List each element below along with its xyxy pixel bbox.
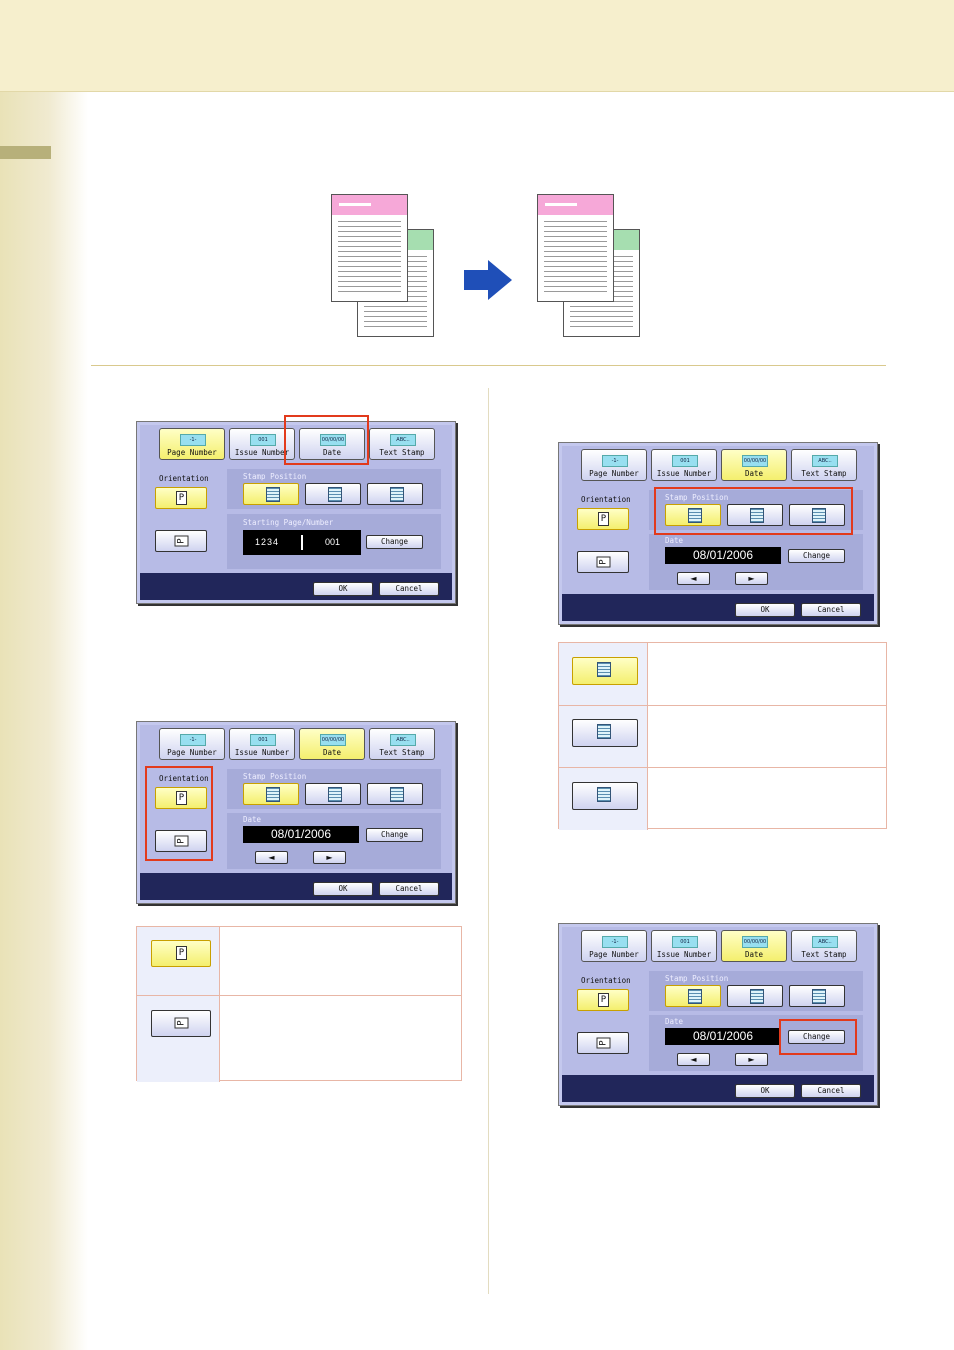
stamp-position-label: Stamp Position	[243, 472, 307, 481]
option-row-top-right	[559, 767, 886, 830]
date-label: Date	[665, 1017, 684, 1026]
portrait-button[interactable]: P	[155, 487, 207, 509]
portrait-button[interactable]: P	[577, 989, 629, 1011]
date-value: 08/01/2006	[243, 826, 359, 843]
option-row-portrait: P	[137, 927, 461, 995]
tab-page-number[interactable]: -1-Page Number	[159, 428, 225, 460]
option-row-bottom-center	[559, 643, 886, 705]
stamp-position-bottom-right-button	[572, 719, 638, 747]
stamp-position-top-right-button	[572, 782, 638, 810]
tab-text-stamp[interactable]: ABC..Text Stamp	[791, 930, 857, 962]
stamp-position-label: Stamp Position	[665, 974, 729, 983]
portrait-button: P	[151, 940, 211, 967]
cancel-button[interactable]: Cancel	[379, 582, 439, 596]
stamp-position-bottom-right-button[interactable]	[727, 985, 783, 1007]
cancel-button[interactable]: Cancel	[379, 882, 439, 896]
option-row-landscape: P	[137, 995, 461, 1082]
portrait-button[interactable]: P	[577, 508, 629, 530]
stamp-position-bottom-center-button[interactable]	[243, 783, 299, 805]
stamp-position-bottom-center-button	[572, 657, 638, 685]
stamp-position-bottom-center-button[interactable]	[665, 504, 721, 526]
highlight-change-button	[779, 1019, 857, 1055]
stamp-position-top-right-button[interactable]	[789, 504, 845, 526]
stamp-position-bottom-right-button[interactable]	[305, 483, 361, 505]
date-left-button[interactable]: ◄	[677, 572, 710, 585]
top-band	[0, 0, 954, 92]
pages-icon: 1234	[255, 530, 280, 555]
orientation-label: Orientation	[581, 495, 631, 504]
change-button[interactable]: Change	[366, 535, 423, 549]
landscape-button: P	[151, 1010, 211, 1037]
date-left-button[interactable]: ◄	[677, 1053, 710, 1066]
starting-number-display: 1234 001	[243, 530, 361, 555]
highlight-orientation	[145, 766, 213, 861]
tab-text-stamp[interactable]: ABC..Text Stamp	[369, 728, 435, 760]
change-button[interactable]: Change	[788, 1030, 845, 1044]
option-row-bottom-right	[559, 705, 886, 768]
stamp-position-top-right-button[interactable]	[789, 985, 845, 1007]
left-margin-strip	[0, 92, 88, 1350]
landscape-button[interactable]: P	[155, 530, 207, 552]
arrow-right-icon	[464, 260, 512, 300]
document-front-page	[537, 194, 614, 302]
date-label: Date	[665, 536, 684, 545]
cancel-button[interactable]: Cancel	[801, 603, 861, 617]
orientation-options-table: P P	[136, 926, 462, 1082]
landscape-button[interactable]: P	[155, 830, 207, 852]
landscape-button[interactable]: P	[577, 551, 629, 573]
landscape-button[interactable]: P	[577, 1032, 629, 1054]
section-divider	[91, 365, 886, 366]
stamp-position-options-table	[558, 642, 887, 830]
orientation-label: Orientation	[581, 976, 631, 985]
tab-text-stamp[interactable]: ABC..Text Stamp	[369, 428, 435, 460]
date-value: 08/01/2006	[665, 1028, 781, 1045]
starting-number-value: 001	[325, 537, 341, 547]
date-right-button[interactable]: ►	[313, 851, 346, 864]
date-value: 08/01/2006	[665, 547, 781, 564]
tab-text-stamp[interactable]: ABC..Text Stamp	[791, 449, 857, 481]
change-button[interactable]: Change	[788, 549, 845, 563]
tab-page-number[interactable]: -1-Page Number	[581, 449, 647, 481]
ok-button[interactable]: OK	[735, 1084, 795, 1098]
stamp-position-bottom-right-button[interactable]	[727, 504, 783, 526]
column-divider	[488, 388, 489, 1294]
stamp-position-bottom-center-button[interactable]	[243, 483, 299, 505]
date-right-button[interactable]: ►	[735, 572, 768, 585]
chapter-tab-marker	[0, 146, 51, 159]
ok-button[interactable]: OK	[313, 582, 373, 596]
date-right-button[interactable]: ►	[735, 1053, 768, 1066]
date-label: Date	[243, 815, 262, 824]
cancel-button[interactable]: Cancel	[801, 1084, 861, 1098]
stamp-position-bottom-center-button[interactable]	[665, 985, 721, 1007]
date-left-button[interactable]: ◄	[255, 851, 288, 864]
stamp-position-label: Stamp Position	[665, 493, 729, 502]
ok-button[interactable]: OK	[313, 882, 373, 896]
change-button[interactable]: Change	[366, 828, 423, 842]
stamp-position-top-right-button[interactable]	[367, 783, 423, 805]
tab-page-number[interactable]: -1-Page Number	[581, 930, 647, 962]
tab-page-number[interactable]: -1-Page Number	[159, 728, 225, 760]
portrait-button[interactable]: P	[155, 787, 207, 809]
highlight-stamp-position	[654, 487, 853, 535]
starting-page-number-label: Starting Page/Number	[243, 518, 334, 527]
stamp-position-top-right-button[interactable]	[367, 483, 423, 505]
orientation-label: Orientation	[159, 774, 209, 783]
highlight-date-tab	[284, 415, 369, 465]
document-front-page	[331, 194, 408, 302]
stamp-position-label: Stamp Position	[243, 772, 307, 781]
orientation-label: Orientation	[159, 474, 209, 483]
ok-button[interactable]: OK	[735, 603, 795, 617]
stamp-position-bottom-right-button[interactable]	[305, 783, 361, 805]
